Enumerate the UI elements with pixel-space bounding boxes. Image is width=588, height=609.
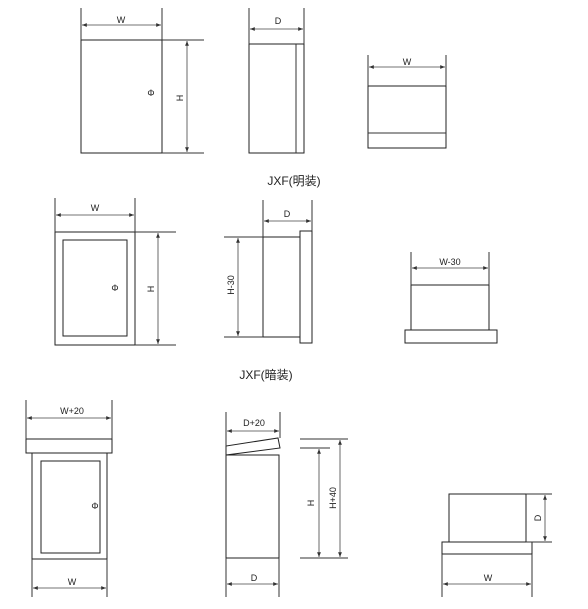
- row1-side-enclosure: [248, 43, 305, 154]
- row2-top-view: W-30: [404, 252, 498, 344]
- row2-side-view: D H-30: [224, 200, 313, 344]
- row2-side-flange: [299, 230, 313, 344]
- row3-side-bottom-depth-label: D: [251, 573, 258, 583]
- lock-symbol: Φ: [91, 501, 98, 511]
- row3-top-depth-label: D: [533, 514, 543, 521]
- caption-flush-mount: JXF(暗装): [239, 367, 292, 382]
- row1-side-view: D: [248, 8, 305, 154]
- row3-top-flange: [441, 541, 533, 555]
- row2-front-view: W Φ H: [54, 198, 176, 346]
- row3-front-top-width-label: W+20: [60, 406, 84, 416]
- row1-front-view: W Φ H: [80, 8, 204, 154]
- row2-front-width-label: W: [91, 203, 100, 213]
- row3-top-view: D W: [441, 493, 552, 597]
- row3-front-view: W+20 Φ W: [25, 400, 113, 597]
- row3-front-hood: [25, 438, 113, 454]
- row2-front-door: [62, 239, 128, 337]
- row3-top-width-label: W: [484, 573, 493, 583]
- lock-symbol: Φ: [147, 88, 154, 98]
- row2-front-height-label: H: [146, 286, 156, 293]
- row2-top-body: [410, 284, 490, 331]
- row1-front-enclosure: [80, 39, 163, 154]
- row3-front-door: [40, 460, 101, 554]
- lock-symbol: Φ: [111, 283, 118, 293]
- row3-side-total-height-label: H+40: [328, 487, 338, 509]
- row1-top-width-label: W: [403, 57, 412, 67]
- row1-top-view: W: [367, 55, 447, 149]
- row1-top-enclosure: [367, 85, 447, 149]
- row3-side-top-depth-label: D+20: [243, 418, 265, 428]
- row1-front-width-label: W: [117, 15, 126, 25]
- row2-side-body: [262, 236, 301, 338]
- row3-top-body: [448, 493, 527, 543]
- row3-front-bottom-width-label: W: [68, 577, 77, 587]
- row3-side-enclosure: [225, 454, 280, 559]
- row3-side-hood: [225, 437, 281, 456]
- row3-side-height-label: H: [306, 500, 316, 507]
- row2-side-height-label: H-30: [226, 275, 236, 295]
- row2-side-depth-label: D: [284, 209, 291, 219]
- row1-side-depth-label: D: [275, 16, 282, 26]
- caption-surface-mount: JXF(明装): [267, 174, 320, 188]
- row2-top-width-label: W-30: [439, 257, 460, 267]
- row2-top-flange: [404, 329, 498, 344]
- row3-side-view: D+20 D H H+40: [225, 412, 348, 597]
- row1-front-height-label: H: [175, 95, 185, 102]
